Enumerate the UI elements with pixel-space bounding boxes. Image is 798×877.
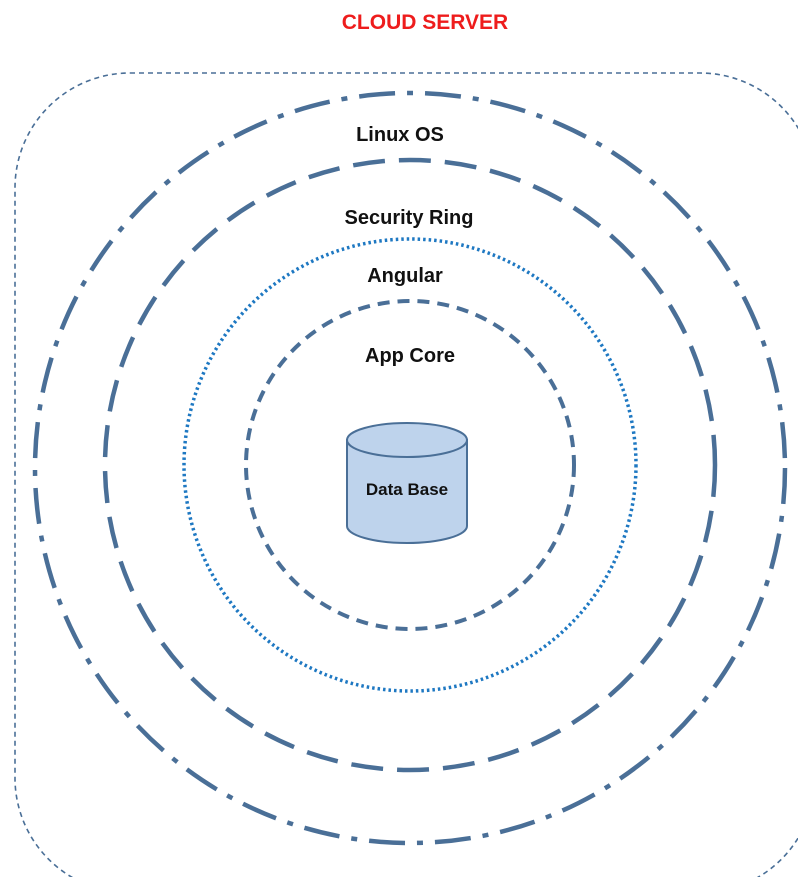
- database-label: Data Base: [366, 480, 448, 499]
- cloud-server-boundary: [14, 72, 798, 877]
- layer-label-angular: Angular: [367, 265, 443, 287]
- layer-label-security-ring: Security Ring: [345, 207, 474, 229]
- diagram-title: CLOUD SERVER: [342, 11, 508, 34]
- angular-ring: [182, 237, 638, 693]
- app-core-ring: [244, 299, 576, 631]
- database-cylinder-icon: [346, 422, 468, 544]
- linux-os-ring: [32, 90, 788, 846]
- layer-label-linux-os: Linux OS: [356, 124, 444, 146]
- layer-label-app-core: App Core: [365, 345, 455, 367]
- security-ring: [102, 157, 718, 773]
